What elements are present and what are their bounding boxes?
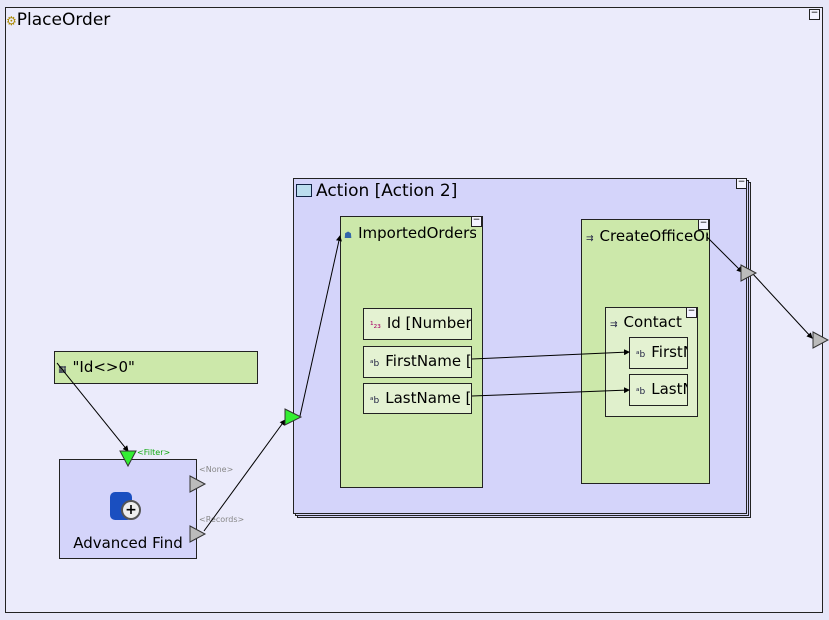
text-type-icon: ᵃb: [370, 359, 380, 369]
number-type-icon: ¹₂₃: [370, 321, 381, 331]
collapse-button[interactable]: −: [686, 306, 697, 318]
structure-icon: ⇉: [610, 320, 618, 330]
gears-icon: ⚙: [6, 14, 17, 28]
advanced-find-label: Advanced Find: [73, 534, 183, 552]
filter-expression-node[interactable]: [54, 351, 258, 384]
text-type-icon: ᵃb: [370, 396, 380, 406]
workflow-title: ⚙PlaceOrder: [6, 10, 111, 30]
collapse-button[interactable]: −: [809, 8, 820, 20]
action-window-icon: [296, 184, 312, 197]
action-output-port: [740, 264, 758, 282]
none-output-port: [189, 475, 207, 493]
workflow-output-port: [812, 331, 829, 349]
connector: [299, 235, 342, 417]
connector: [471, 387, 630, 397]
collapse-button[interactable]: −: [698, 218, 709, 230]
port-label-records: <Records>: [199, 515, 245, 524]
connector: [56, 362, 129, 452]
port-label-none: <None>: [199, 465, 234, 474]
magnifier-plus-icon: +: [121, 500, 141, 520]
collapse-button[interactable]: −: [736, 177, 747, 189]
filter-input-port: [119, 450, 137, 468]
collapse-button[interactable]: −: [471, 215, 482, 227]
structure-icon: ⇉: [586, 234, 594, 244]
connector: [471, 349, 630, 360]
text-type-icon: ᵃb: [636, 350, 646, 360]
create-office-order-title: ⇉CreateOfficeOrder: [586, 227, 708, 245]
connector: [203, 419, 286, 532]
action-input-port: [284, 408, 303, 426]
connector: [751, 272, 813, 339]
text-type-icon: ᵃb: [636, 387, 646, 397]
contact-title: ⇉Contact: [610, 313, 682, 331]
connector: [706, 236, 743, 273]
action-title: Action [Action 2]: [296, 181, 457, 201]
advanced-find-node[interactable]: [59, 459, 197, 559]
records-output-port: [189, 525, 207, 543]
port-label-filter: <Filter>: [137, 448, 171, 457]
imported-orders-title: ☗ImportedOrders: [344, 224, 476, 242]
database-icon: ☗: [344, 231, 353, 241]
